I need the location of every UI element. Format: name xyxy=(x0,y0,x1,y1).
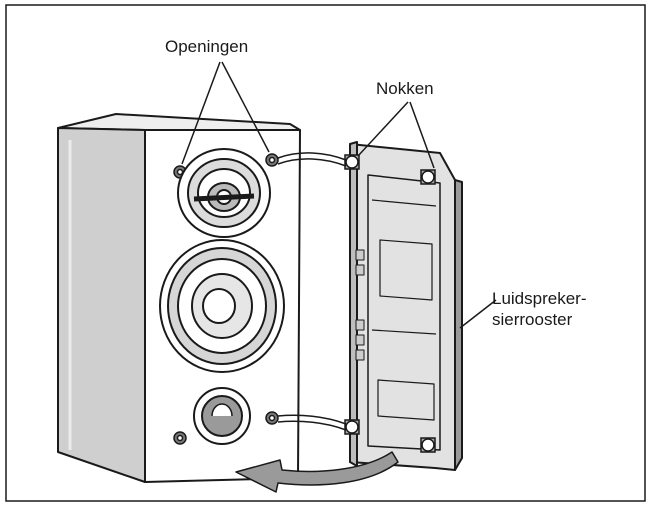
label-grille-line1: Luidspreker- xyxy=(492,289,587,308)
mounting-arrow xyxy=(235,451,399,493)
label-nokken: Nokken xyxy=(376,79,434,98)
tweeter xyxy=(177,148,271,238)
nokken-leaders xyxy=(357,101,435,169)
openingen-leaders xyxy=(181,61,270,165)
peg-bottom-right xyxy=(420,437,436,453)
connection-lines xyxy=(277,152,347,431)
peg-bottom-left xyxy=(344,419,360,435)
arrow-body xyxy=(235,451,399,493)
label-grille: Luidspreker- sierrooster xyxy=(492,288,587,330)
grille-pegs xyxy=(344,154,436,453)
bass-port xyxy=(193,387,251,445)
peg-top-left xyxy=(344,154,360,170)
grille-edge xyxy=(454,179,463,471)
peg-top-right xyxy=(420,169,436,185)
speaker-grille xyxy=(349,141,463,471)
grille-leader xyxy=(459,299,497,329)
cabinet-holes xyxy=(173,153,279,445)
label-openingen: Openingen xyxy=(165,37,249,56)
woofer xyxy=(159,239,285,373)
label-grille-line2: sierrooster xyxy=(492,310,573,329)
